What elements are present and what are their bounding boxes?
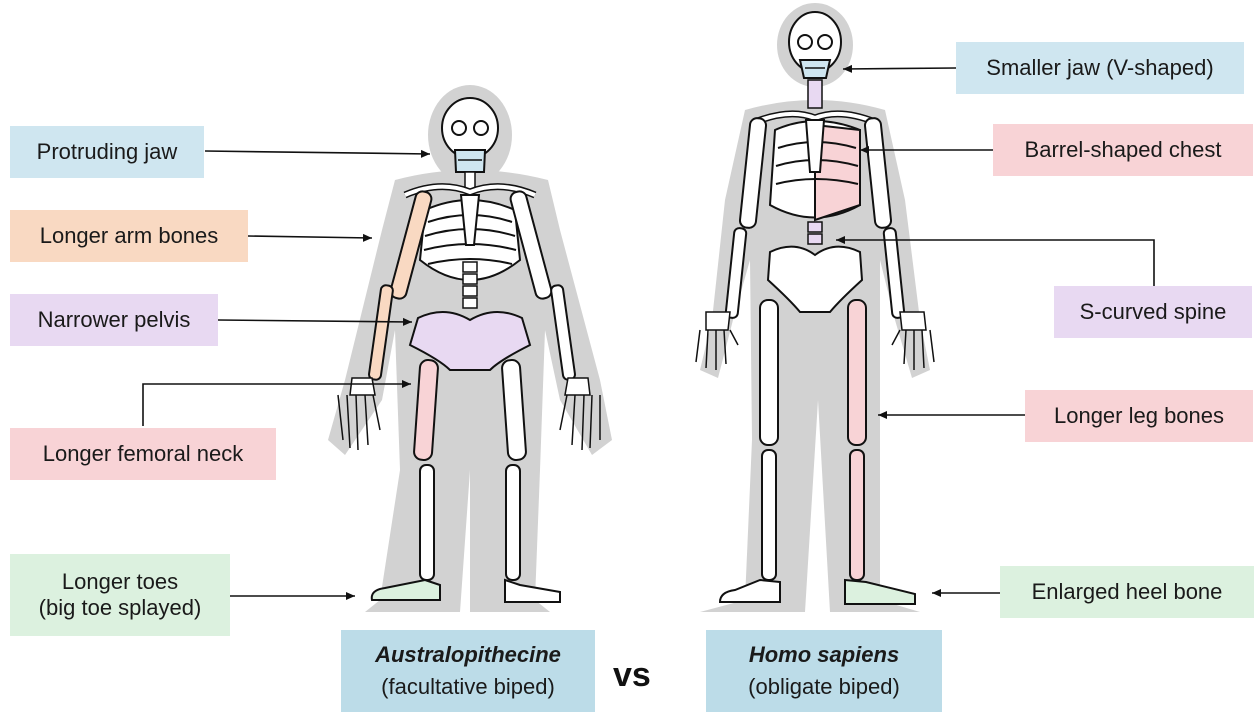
- caption-left-desc: (facultative biped): [381, 674, 555, 700]
- caption-australopithecine: Australopithecine (facultative biped): [341, 630, 595, 712]
- label-enlarged-heel: Enlarged heel bone: [1000, 566, 1254, 618]
- label-longer-toes-line1: Longer toes: [62, 569, 178, 595]
- vs-text: vs: [613, 656, 651, 695]
- arrow-smaller-jaw: [843, 68, 956, 69]
- left-foot: [372, 580, 440, 600]
- label-narrower-pelvis: Narrower pelvis: [10, 294, 218, 346]
- caption-right-name: Homo sapiens: [749, 642, 899, 668]
- label-s-curved-spine: S-curved spine: [1054, 286, 1252, 338]
- caption-right-desc: (obligate biped): [748, 674, 900, 700]
- caption-homo-sapiens: Homo sapiens (obligate biped): [706, 630, 942, 712]
- label-longer-toes-line2: (big toe splayed): [39, 595, 202, 621]
- australopithecine-skeleton: [328, 85, 612, 612]
- homo-sapiens-skeleton: [696, 3, 934, 612]
- arrow-protruding-jaw: [205, 151, 430, 154]
- label-protruding-jaw: Protruding jaw: [10, 126, 204, 178]
- right-ribcage: [770, 120, 860, 220]
- label-smaller-jaw: Smaller jaw (V-shaped): [956, 42, 1244, 94]
- label-longer-arm-bones: Longer arm bones: [10, 210, 248, 262]
- label-longer-femoral-neck: Longer femoral neck: [10, 428, 276, 480]
- label-longer-toes: Longer toes (big toe splayed): [10, 554, 230, 636]
- label-longer-leg-bones: Longer leg bones: [1025, 390, 1253, 442]
- label-barrel-chest: Barrel-shaped chest: [993, 124, 1253, 176]
- caption-left-name: Australopithecine: [375, 642, 561, 668]
- arrow-arm-bones: [248, 236, 372, 238]
